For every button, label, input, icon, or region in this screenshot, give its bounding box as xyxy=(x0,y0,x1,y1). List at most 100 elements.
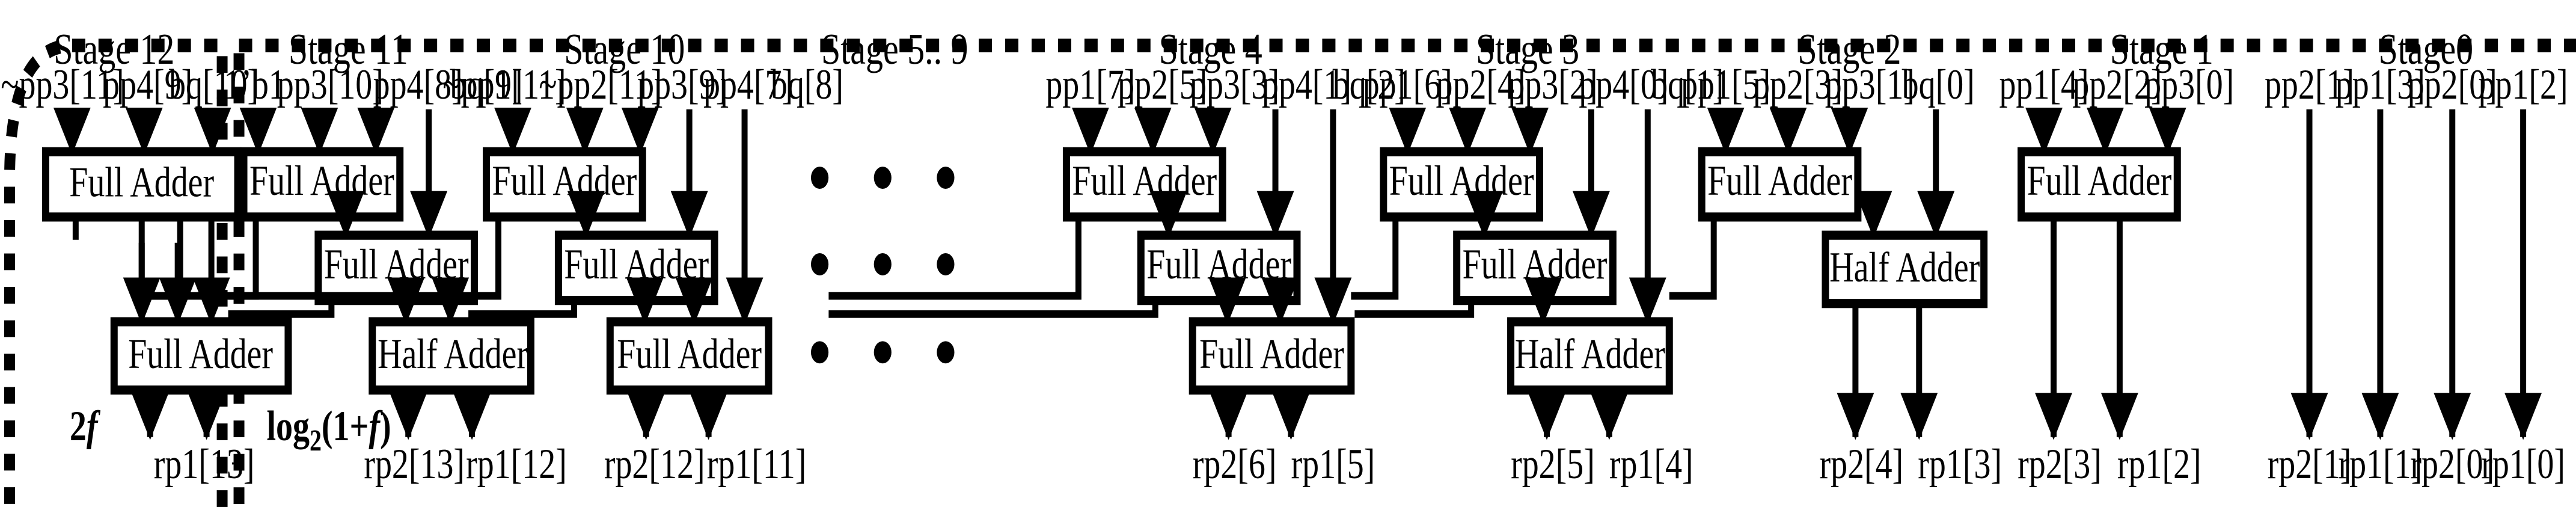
adder-label-s12-a: Full Adder xyxy=(69,158,214,206)
output-label-s3-1: rp1[4] xyxy=(1609,440,1693,488)
adder-box-s2-a xyxy=(1698,147,1862,222)
adder-label-s10-b: Full Adder xyxy=(564,241,709,288)
input-label-s3-2: pp3[2] xyxy=(1508,61,1597,108)
region-label-2f: 2f xyxy=(70,402,101,450)
adder-box-s3-b xyxy=(1453,230,1617,306)
input-label-s2-1: pp2[3] xyxy=(1753,61,1843,108)
output-label-s2-0: rp2[4] xyxy=(1819,440,1903,488)
output-label-s11-0: rp2[13] xyxy=(364,440,465,488)
adder-box-s12-a xyxy=(41,147,242,222)
input-label-s2-3: bq[0] xyxy=(1902,61,1975,108)
wire-s10-b-carry xyxy=(468,300,577,318)
ellipsis-row-3: • • • xyxy=(809,306,969,398)
adder-box-s3-a xyxy=(1380,147,1544,222)
output-label-s1-1: rp1[2] xyxy=(2117,440,2201,488)
input-label-s4-1: pp2[5] xyxy=(1118,61,1207,108)
output-label-s12-0: rp1[13] xyxy=(154,440,255,488)
output-label-s10-1: rp1[11] xyxy=(707,440,807,488)
adder-label-s10-c: Full Adder xyxy=(617,330,762,378)
adder-label-s2-a: Full Adder xyxy=(1707,157,1852,204)
stage-10-group: Stage 10 ~pp1[11] ~pp2[11] pp3[9] pp4[7]… xyxy=(228,25,843,488)
stage-0-group: Stage0 pp2[1] pp1[3] pp2[0] pp1[2] rp2[1… xyxy=(2265,25,2568,488)
adder-box-s11-c xyxy=(369,317,534,395)
input-label-s10-3: pp4[7] xyxy=(703,61,793,108)
input-label-s10-2: pp3[9] xyxy=(637,61,727,108)
output-label-s10-0: rp2[12] xyxy=(604,440,705,488)
output-label-s2-1: rp1[3] xyxy=(1918,440,2002,488)
region-boundary-2f xyxy=(4,38,228,516)
stage-12-group: Stage 12 ~pp3[11] pp4[9] bq[10] Full Add… xyxy=(1,25,292,488)
adder-label-s12-b: Full Adder xyxy=(128,330,273,378)
stage-11-group: Stage 11 1’b1 pp3[10] pp4[8] bq[9] Full … xyxy=(134,25,567,488)
input-label-s11-0: 1’b1 xyxy=(224,61,286,108)
input-label-s12-0: ~pp3[11] xyxy=(1,61,124,108)
adder-box-s12-b xyxy=(110,317,292,395)
input-label-s12-1: pp4[9] xyxy=(103,61,192,108)
stage-title-5-9: Stage 5.. 9 xyxy=(821,25,968,74)
stage-1-group: Stage 1 pp1[4] pp2[2] pp3[0] Full Adder … xyxy=(1999,25,2234,488)
input-label-s3-0: pp1[6] xyxy=(1363,61,1452,108)
adder-label-s11-c: Half Adder xyxy=(378,330,528,378)
adder-box-s11-a xyxy=(240,147,404,222)
stage-title-1: Stage 1 xyxy=(2110,25,2213,74)
adder-label-s1-a: Full Adder xyxy=(2027,157,2172,204)
input-label-s0-0: pp2[1] xyxy=(2265,61,2354,108)
output-label-s0-3: rp1[0] xyxy=(2481,440,2565,488)
wire-s3-b-carry xyxy=(1354,300,1475,318)
adder-box-s10-c xyxy=(606,317,772,395)
output-label-s4-0: rp2[6] xyxy=(1193,440,1277,488)
adder-label-s4-a: Full Adder xyxy=(1072,157,1217,204)
adder-box-s4-c xyxy=(1189,317,1355,395)
stage-title-11: Stage 11 xyxy=(289,25,408,74)
input-label-s10-1: ~pp2[11] xyxy=(539,61,662,108)
wire-s4-carry-left xyxy=(828,217,1081,300)
adder-label-s4-c: Full Adder xyxy=(1199,330,1344,378)
adder-label-s3-b: Full Adder xyxy=(1463,241,1608,288)
input-label-s11-2: pp4[8] xyxy=(373,61,463,108)
output-label-s0-1: rp1[1] xyxy=(2338,440,2422,488)
input-label-s2-0: pp1[5] xyxy=(1681,61,1770,108)
stage-title-2: Stage 2 xyxy=(1797,25,1901,74)
wire-s2-carry-left xyxy=(1669,217,1717,300)
region-label-log2: log2(1+f) xyxy=(266,402,391,458)
adder-label-s10-a: Full Adder xyxy=(492,157,637,204)
input-label-s3-4: bq[1] xyxy=(1651,61,1724,108)
stage-2-group: Stage 2 pp1[5] pp2[3] pp3[1] bq[0] Full … xyxy=(1669,25,2002,488)
adder-label-s11-b: Full Adder xyxy=(324,241,469,288)
input-label-s2-2: pp3[1] xyxy=(1825,61,1915,108)
adder-label-s3-c: Half Adder xyxy=(1515,330,1665,378)
stage-4-group: Stage 4 pp1[7] pp2[5] pp3[3] pp4[1] bq[2… xyxy=(828,25,1406,488)
stage-title-4: Stage 4 xyxy=(1159,25,1262,74)
wire-s3-carry-left xyxy=(1351,217,1399,300)
input-label-s4-0: pp1[7] xyxy=(1045,61,1135,108)
input-label-s3-3: pp4[0] xyxy=(1579,61,1668,108)
output-label-s0-0: rp2[1] xyxy=(2268,440,2352,488)
output-label-s0-2: rp2[0] xyxy=(2410,440,2494,488)
adder-box-s10-a xyxy=(483,147,646,222)
wire-s11-b-carry xyxy=(228,300,335,318)
adder-label-s11-a: Full Adder xyxy=(249,157,394,204)
adder-label-s3-a: Full Adder xyxy=(1389,157,1534,204)
input-label-s10-4: bq[8] xyxy=(771,61,843,108)
input-label-s11-3: bq[9] xyxy=(450,61,522,108)
adder-label-s4-b: Full Adder xyxy=(1146,241,1291,288)
input-label-s3-1: pp2[4] xyxy=(1436,61,1526,108)
adder-label-s2-b: Half Adder xyxy=(1829,244,1980,291)
input-label-s4-4: bq[2] xyxy=(1333,61,1406,108)
output-label-s1-0: rp2[3] xyxy=(2018,440,2102,488)
adder-box-s2-b xyxy=(1822,230,1988,309)
adder-box-s3-c xyxy=(1507,317,1673,395)
input-label-s0-3: pp1[2] xyxy=(2479,61,2568,108)
input-label-s1-1: pp2[2] xyxy=(2072,61,2162,108)
stage-title-12: Stage 12 xyxy=(54,25,174,74)
input-label-s11-1: pp3[10] xyxy=(277,61,384,108)
stage-title-0: Stage0 xyxy=(2378,25,2473,74)
stage-title-3: Stage 3 xyxy=(1476,25,1579,74)
output-label-s3-0: rp2[5] xyxy=(1511,440,1595,488)
input-label-s12-2: bq[10] xyxy=(169,61,259,108)
input-label-s4-3: pp4[1] xyxy=(1262,61,1351,108)
adder-box-s1-a xyxy=(2018,147,2181,222)
input-label-s1-0: pp1[4] xyxy=(1999,61,2088,108)
